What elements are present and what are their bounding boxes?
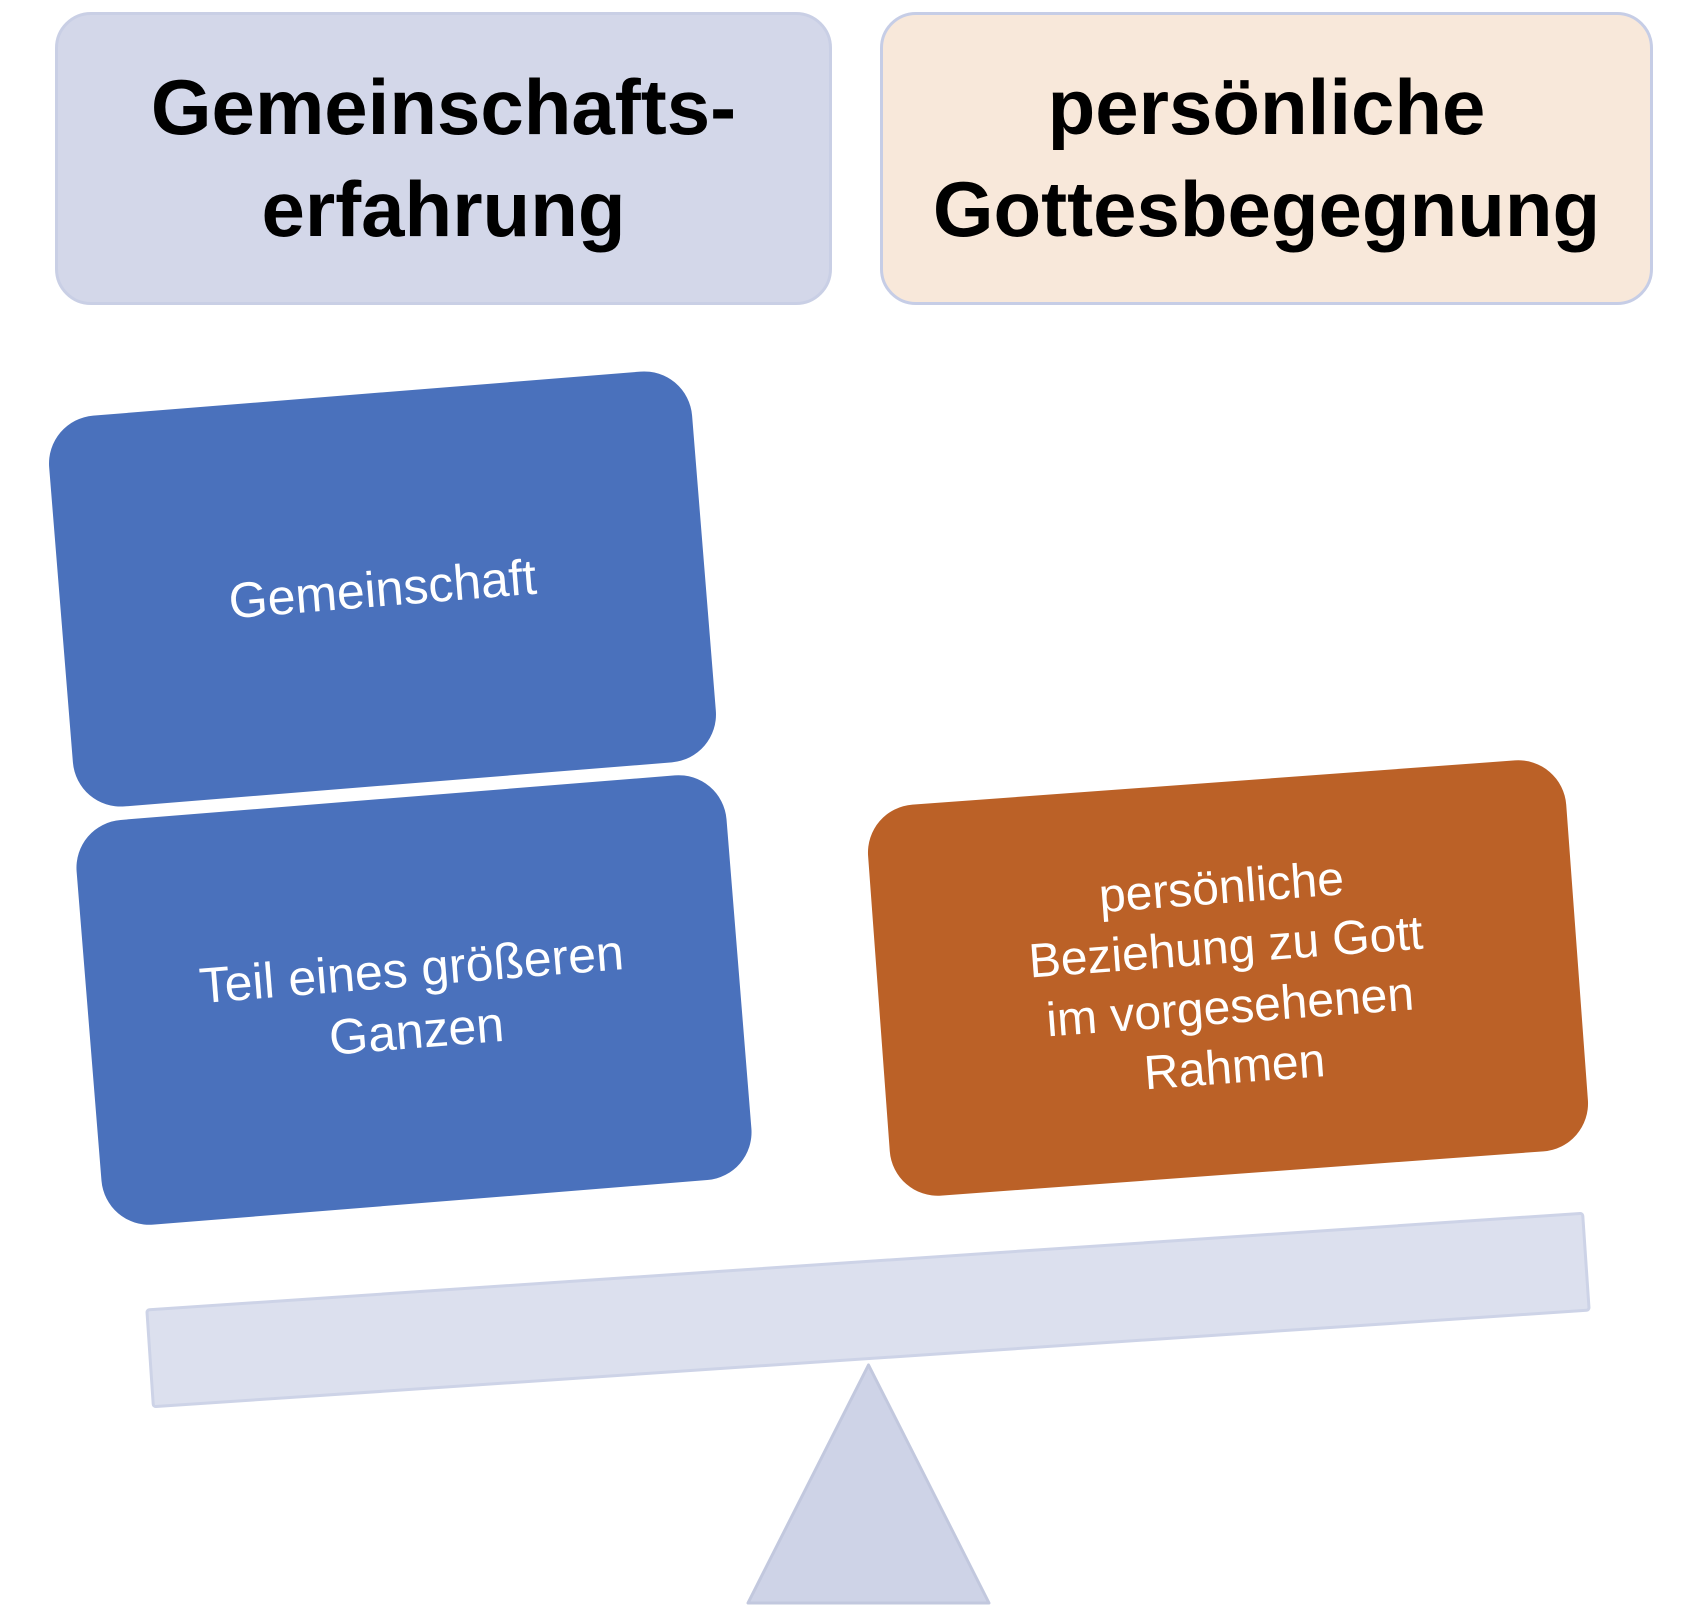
- card-gemeinschaft: Gemeinschaft: [45, 367, 720, 811]
- card-teil-eines-groesseren-ganzen: Teil eines größeren Ganzen: [72, 771, 756, 1229]
- header-gemeinschaftserfahrung-label: Gemeinschafts- erfahrung: [150, 63, 737, 253]
- card-teil-eines-groesseren-ganzen-label: Teil eines größeren Ganzen: [197, 923, 626, 1066]
- fulcrum-triangle-shape: [746, 1363, 991, 1605]
- header-gemeinschaftserfahrung: Gemeinschafts- erfahrung: [55, 12, 832, 305]
- seesaw-fulcrum-triangle: [746, 1363, 991, 1605]
- header-persoenliche-gottesbegegnung: persönliche Gottesbegegnung: [880, 12, 1653, 305]
- card-gemeinschaft-label: Gemeinschaft: [226, 548, 539, 630]
- card-persoenliche-beziehung-zu-gott: persönliche Beziehung zu Gott im vorgese…: [864, 756, 1592, 1200]
- card-persoenliche-beziehung-zu-gott-label: persönliche Beziehung zu Gott im vorgese…: [1026, 852, 1425, 1101]
- header-persoenliche-gottesbegegnung-label: persönliche Gottesbegegnung: [932, 63, 1601, 253]
